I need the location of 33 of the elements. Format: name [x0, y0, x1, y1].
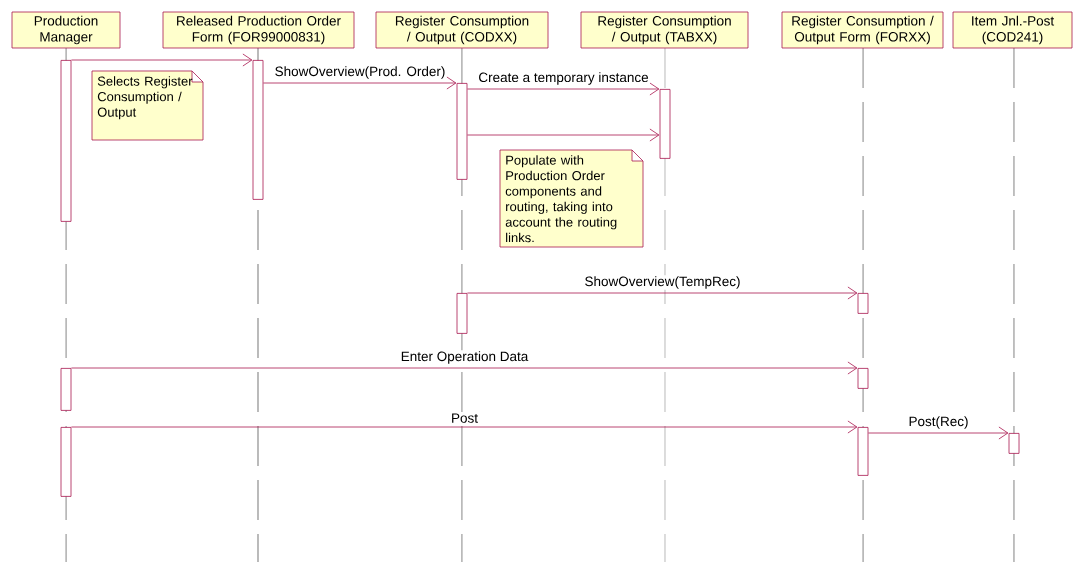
activation-bar [60, 427, 72, 497]
note: Populate with Production Order components and routing, taking into account the routing links. [499, 149, 644, 248]
activation-bar [60, 60, 72, 222]
edge-label: Post(Rec) [907, 415, 970, 430]
edge-label: Enter Operation Data [399, 350, 530, 365]
message-arrow [263, 76, 457, 90]
message-arrow [868, 426, 1009, 440]
message-arrow [71, 361, 858, 375]
activation-bar [456, 83, 468, 180]
activation-bar [456, 293, 468, 334]
activation-bar [857, 368, 869, 389]
activation-bar [659, 89, 671, 159]
activation-bar [252, 60, 264, 200]
message-arrow [467, 82, 660, 96]
activation-bar [857, 427, 869, 476]
edge-label: ShowOverview(TempRec) [583, 275, 742, 290]
message-arrow [467, 286, 858, 300]
lifeline-head: Production Manager [11, 11, 121, 49]
lifeline-head: Register Consumption / Output (CODXX) [375, 11, 549, 49]
message-arrow [467, 128, 660, 142]
lifeline-head: Register Consumption / Output (TABXX) [580, 11, 749, 49]
lifeline-head: Register Consumption / Output Form (FORXX) [781, 11, 944, 49]
message-arrow [71, 53, 253, 67]
edge-label: Post [450, 412, 479, 424]
activation-bar [1008, 433, 1020, 454]
note: Selects Register Consumption / Output [91, 70, 204, 141]
edge-label: ShowOverview(Prod. Order) [273, 65, 447, 80]
message-arrow [71, 420, 858, 434]
lifeline-head: Released Production Order Form (FOR99000831) [162, 11, 355, 49]
activation-bar [60, 368, 72, 411]
activation-bar [857, 293, 869, 314]
edge-label: Create a temporary instance [477, 71, 650, 86]
lifeline-head: Item Jnl.-Post (COD241) [952, 11, 1073, 49]
